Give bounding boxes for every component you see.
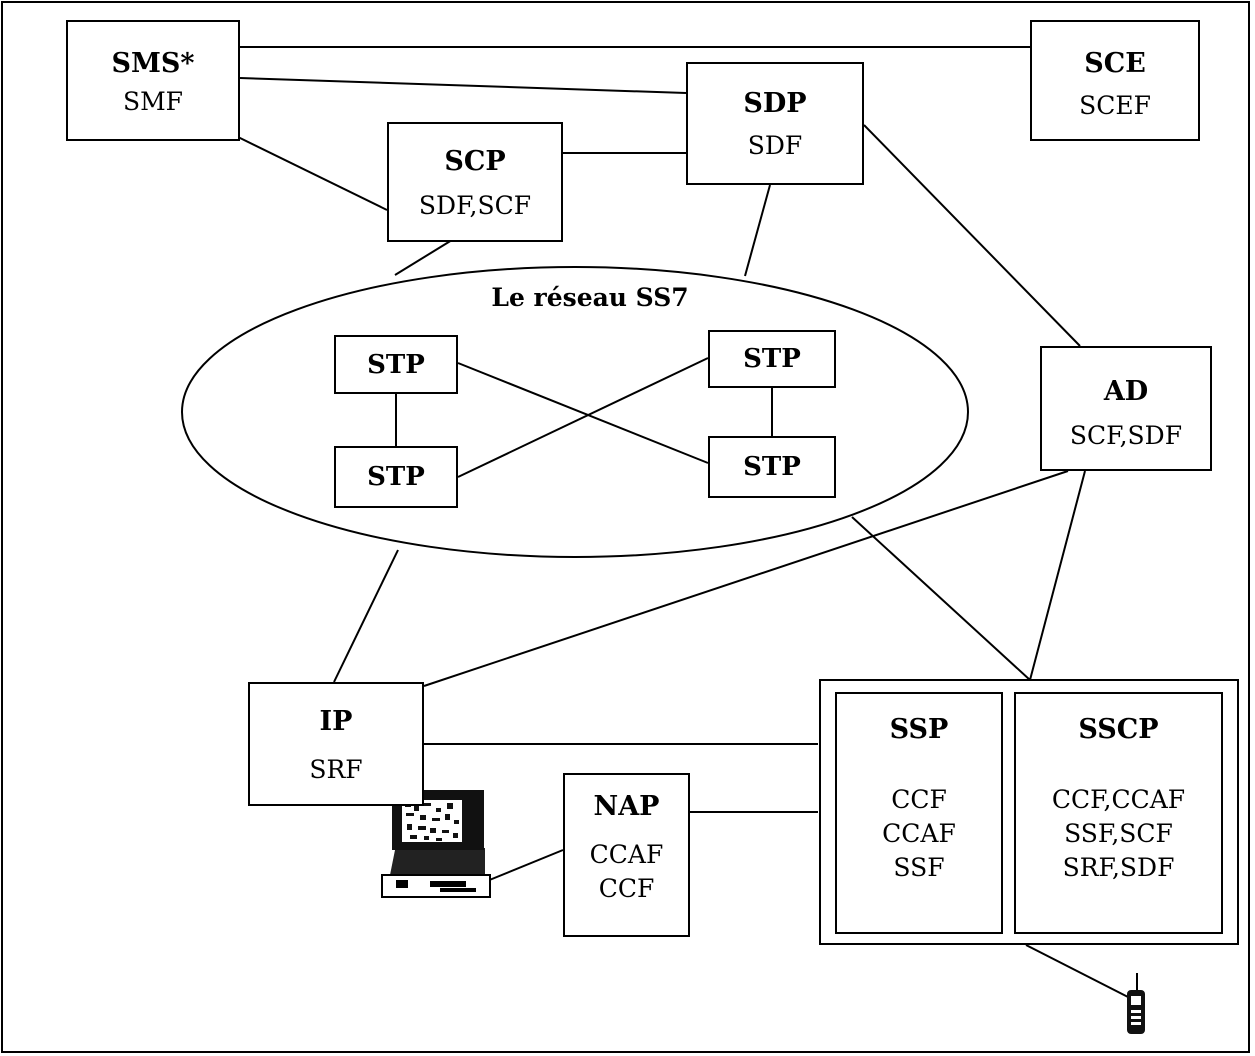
computer-terminal-icon <box>381 790 491 898</box>
stp-bottom-left: STP <box>334 446 458 508</box>
node-ad: AD SCF,SDF <box>1040 346 1212 471</box>
node-ad-title: AD <box>1103 376 1149 407</box>
node-sce-title: SCE <box>1084 48 1146 79</box>
ss7-network-title: Le réseau SS7 <box>491 283 689 312</box>
stp-bottom-left-label: STP <box>367 462 425 492</box>
node-ip: IP SRF <box>248 682 424 806</box>
stp-top-left-label: STP <box>367 349 425 380</box>
link-sdp-ad <box>863 124 1081 347</box>
link-ss7-ssp <box>851 516 1031 681</box>
node-ssp-title: SSP <box>889 714 949 745</box>
link-stp-tl-br <box>457 362 709 464</box>
node-ip-function: SRF <box>309 755 363 784</box>
node-sscp-function-1: CCF,CCAF <box>1051 785 1186 814</box>
link-sms-sdp <box>239 77 687 94</box>
node-sscp-function-2: SSF,SCF <box>1064 819 1173 848</box>
stp-top-left: STP <box>334 335 458 394</box>
node-scp: SCP SDF,SCF <box>387 122 563 242</box>
node-sdp-function: SDF <box>747 131 803 160</box>
node-scp-title: SCP <box>444 146 506 177</box>
link-scp-ss7 <box>394 239 453 276</box>
node-ip-title: IP <box>319 706 353 737</box>
node-ssp-function-3: SSF <box>893 853 945 882</box>
stp-bottom-right: STP <box>708 436 836 498</box>
node-nap-title: NAP <box>593 791 660 822</box>
node-sce-function: SCEF <box>1079 91 1151 120</box>
mobile-phone-icon <box>1127 973 1145 1034</box>
node-ssp: SSP CCF CCAF SSF <box>835 692 1003 934</box>
stp-top-right: STP <box>708 330 836 388</box>
link-sms-scp <box>237 136 388 211</box>
ss7-network-ellipse <box>181 266 969 558</box>
node-ssp-function-1: CCF <box>891 785 947 814</box>
node-ad-function: SCF,SDF <box>1069 421 1183 450</box>
link-stp-bl-tr <box>457 357 709 478</box>
node-sdp: SDP SDF <box>686 62 864 185</box>
link-ss7-ip <box>333 549 399 683</box>
node-sdp-title: SDP <box>743 88 807 119</box>
node-sscp-function-3: SRF,SDF <box>1062 853 1175 882</box>
node-sms-function: SMF <box>122 87 184 116</box>
ssp-sscp-container <box>819 679 1239 945</box>
node-nap-function-1: CCAF <box>589 840 664 869</box>
node-sms: SMS* SMF <box>66 20 240 141</box>
link-ad-ssp <box>1029 470 1086 681</box>
link-ssp-phone <box>1025 944 1129 998</box>
stp-bottom-right-label: STP <box>743 452 801 482</box>
link-terminal-nap <box>486 849 564 882</box>
node-sms-title: SMS* <box>111 48 195 79</box>
node-nap: NAP CCAF CCF <box>563 773 690 937</box>
node-sscp: SSCP CCF,CCAF SSF,SCF SRF,SDF <box>1014 692 1223 934</box>
link-sdp-ss7 <box>744 184 771 277</box>
node-scp-function: SDF,SCF <box>418 191 532 220</box>
link-ad-ip <box>423 470 1069 687</box>
node-ssp-function-2: CCAF <box>882 819 956 848</box>
stp-top-right-label: STP <box>743 344 801 374</box>
node-sscp-title: SSCP <box>1078 714 1159 745</box>
node-nap-function-2: CCF <box>598 874 655 903</box>
node-sce: SCE SCEF <box>1030 20 1200 141</box>
